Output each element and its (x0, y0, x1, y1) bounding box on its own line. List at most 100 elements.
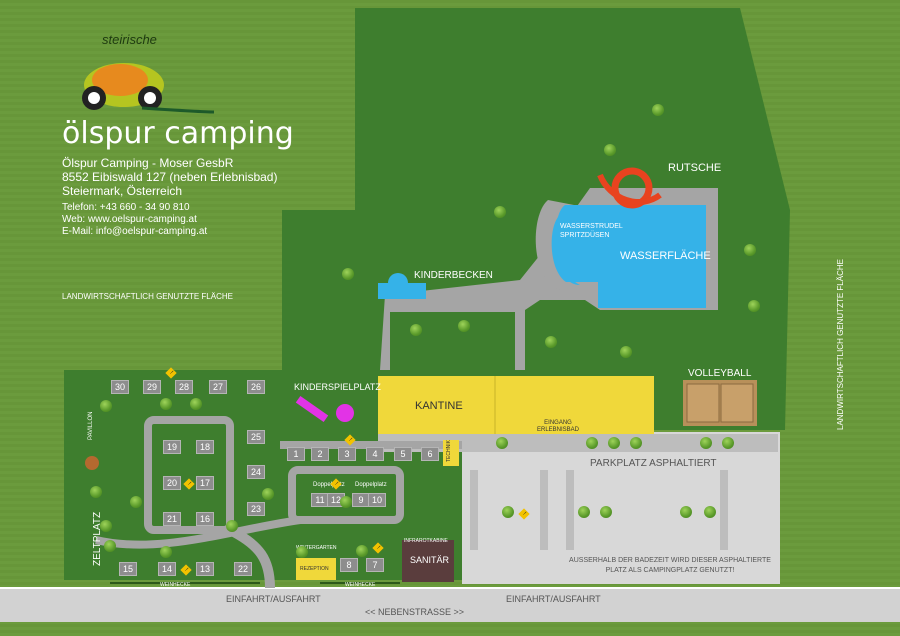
tree-icon (190, 398, 202, 410)
pitch-4[interactable]: 4 (366, 447, 384, 461)
pitch-30[interactable]: 30 (111, 380, 129, 394)
tree-icon (578, 506, 590, 518)
pitch-18[interactable]: 18 (196, 440, 214, 454)
kids-pool-label: KINDERBECKEN (414, 270, 493, 281)
tree-icon (104, 540, 116, 552)
tree-icon (496, 437, 508, 449)
tree-icon (494, 206, 506, 218)
farmland-left-label: LANDWIRTSCHAFTLICH GENUTZTE FLÄCHE (62, 292, 233, 301)
volleyball-label: VOLLEYBALL (688, 368, 752, 379)
tree-icon (502, 506, 514, 518)
tree-icon (604, 144, 616, 156)
tree-icon (545, 336, 557, 348)
pitch-14[interactable]: 14 (158, 562, 176, 576)
technik-label: TECHNIK (446, 440, 452, 462)
contact-phone: Telefon: +43 660 - 34 90 810 (62, 202, 190, 213)
tree-icon (608, 437, 620, 449)
pitch-7[interactable]: 7 (366, 558, 384, 572)
pitch-1[interactable]: 1 (287, 447, 305, 461)
pitch-28[interactable]: 28 (175, 380, 193, 394)
pitch-16[interactable]: 16 (196, 512, 214, 526)
playground-circle (336, 404, 354, 422)
contact-company: Ölspur Camping - Moser GesbR (62, 156, 234, 170)
canteen (378, 376, 654, 434)
tree-icon (296, 546, 308, 558)
tree-icon (410, 324, 422, 336)
gate-right-label: EINFAHRT/AUSFAHRT (506, 594, 601, 604)
tree-icon (704, 506, 716, 518)
street (0, 588, 900, 622)
tree-icon (100, 400, 112, 412)
tree-icon (100, 520, 112, 532)
tree-icon (630, 437, 642, 449)
tree-icon (90, 486, 102, 498)
pitch-6[interactable]: 6 (421, 447, 439, 461)
contact-address: 8552 Eibiswald 127 (neben Erlebnisbad) (62, 170, 278, 184)
double-pitch-2-label: Doppelplatz (355, 482, 387, 488)
pitch-25[interactable]: 25 (247, 430, 265, 444)
entrance-label: EINGANG ERLEBNISBAD (536, 420, 579, 433)
water-label: WASSERFLÄCHE (620, 250, 711, 262)
winter-garden-label: WINTERGARTEN (296, 545, 337, 551)
pitch-27[interactable]: 27 (209, 380, 227, 394)
hedge-right-label: WEINHECKE (345, 582, 376, 588)
pitch-21[interactable]: 21 (163, 512, 181, 526)
pitch-23[interactable]: 23 (247, 502, 265, 516)
tree-icon (340, 496, 352, 508)
pitch-26[interactable]: 26 (247, 380, 265, 394)
pavilion-label: PAVILLON (88, 411, 94, 440)
hedge-left-label: WEINHECKE (160, 582, 191, 588)
playground-label: KINDERSPIELPLATZ (294, 382, 381, 392)
oil-drop-car-logo-icon: steirische (82, 32, 215, 114)
gate-left-label: EINFAHRT/AUSFAHRT (226, 594, 321, 604)
canteen-label: KANTINE (415, 400, 463, 412)
pitch-15[interactable]: 15 (119, 562, 137, 576)
pitch-3[interactable]: 3 (338, 447, 356, 461)
tree-icon (262, 488, 274, 500)
pitch-8[interactable]: 8 (340, 558, 358, 572)
pitch-5[interactable]: 5 (394, 447, 412, 461)
whirlpool-label: WASSERSTRUDEL SPRITZDÜSEN (560, 223, 623, 239)
contact-web[interactable]: Web: www.oelspur-camping.at (62, 214, 197, 225)
tree-icon (744, 244, 756, 256)
tree-icon (356, 545, 368, 557)
tree-icon (652, 104, 664, 116)
pitch-22[interactable]: 22 (234, 562, 252, 576)
tree-icon (458, 320, 470, 332)
farmland-right-label: LANDWIRTSCHAFTLICH GENUTZTE FLÄCHE (836, 259, 845, 430)
contact-region: Steiermark, Österreich (62, 184, 183, 198)
tree-icon (620, 346, 632, 358)
slide-label: RUTSCHE (668, 162, 722, 174)
pitch-10[interactable]: 10 (368, 493, 386, 507)
tree-icon (342, 268, 354, 280)
tree-icon (130, 496, 142, 508)
contact-email[interactable]: E-Mail: info@oelspur-camping.at (62, 226, 208, 237)
infrared-label: INFRAROTKABINE (404, 538, 448, 544)
tent-area-label: ZELTPLATZ (92, 511, 103, 566)
tree-icon (700, 437, 712, 449)
pitch-2[interactable]: 2 (311, 447, 329, 461)
pavilion-icon (85, 456, 99, 470)
pitch-19[interactable]: 19 (163, 440, 181, 454)
logo-brand-name: ölspur camping (62, 116, 294, 151)
tree-icon (680, 506, 692, 518)
pitch-24[interactable]: 24 (247, 465, 265, 479)
tree-icon (600, 506, 612, 518)
parking-note: AUSSERHALB DER BADEZEIT WIRD DIESER ASPH… (569, 557, 771, 574)
pitch-13[interactable]: 13 (196, 562, 214, 576)
pitch-20[interactable]: 20 (163, 476, 181, 490)
pitch-29[interactable]: 29 (143, 380, 161, 394)
tree-icon (160, 546, 172, 558)
double-pitch-1-label: Doppelplatz (313, 482, 345, 488)
sanitary-label: SANITÄR (410, 555, 450, 565)
reception-label: REZEPTION (300, 566, 329, 572)
parking-label: PARKPLATZ ASPHALTIERT (590, 458, 717, 469)
reception (296, 558, 336, 580)
logo-brand-top: steirische (102, 32, 157, 47)
tree-icon (586, 437, 598, 449)
slide-icon (611, 167, 653, 209)
playground-slide (295, 395, 329, 423)
pitch-17[interactable]: 17 (196, 476, 214, 490)
